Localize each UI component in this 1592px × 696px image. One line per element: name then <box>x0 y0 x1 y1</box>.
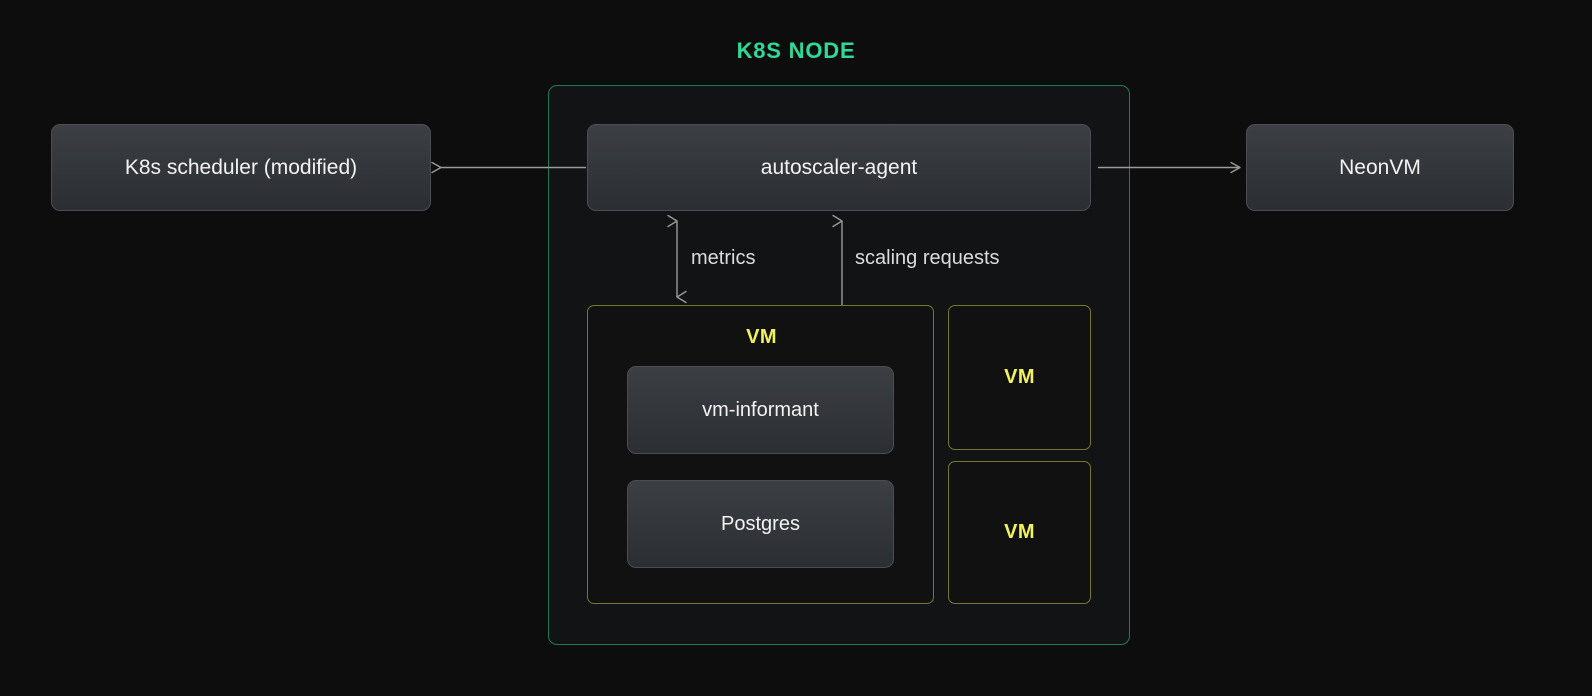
vm-label-main: VM <box>746 326 777 348</box>
component-postgres[interactable]: Postgres <box>627 480 894 568</box>
vm-box-small-2[interactable]: VM <box>948 461 1091 604</box>
connector-label-metrics: metrics <box>691 247 756 269</box>
component-k8s-scheduler[interactable]: K8s scheduler (modified) <box>51 124 431 211</box>
component-neonvm[interactable]: NeonVM <box>1246 124 1514 211</box>
component-vm-informant[interactable]: vm-informant <box>627 366 894 454</box>
page-title: K8S NODE <box>736 38 856 63</box>
component-autoscaler-agent[interactable]: autoscaler-agent <box>587 124 1091 211</box>
vm-label-small-1: VM <box>1004 366 1035 388</box>
vm-box-small-1[interactable]: VM <box>948 305 1091 450</box>
connector-label-scaling-requests: scaling requests <box>855 247 1000 269</box>
vm-label-small-2: VM <box>1004 521 1035 543</box>
